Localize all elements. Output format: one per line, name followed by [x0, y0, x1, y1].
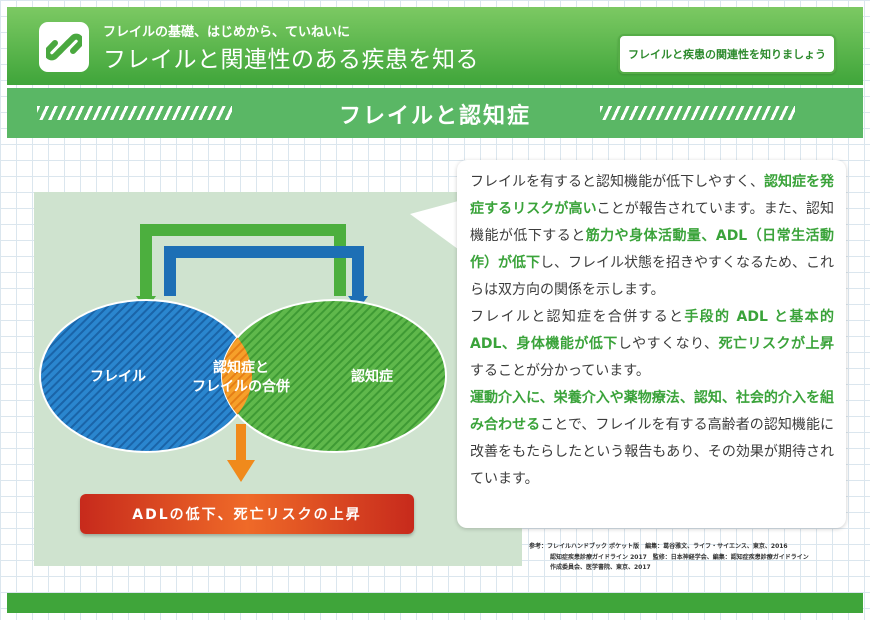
section-title-band: フレイルと認知症 [7, 88, 863, 138]
footer-bar [7, 593, 863, 613]
body-text: ことが報告されています。また、認知機能が低下すると [470, 201, 834, 244]
speech-bubble-tail [410, 200, 462, 252]
header-subtitle: フレイルの基礎、はじめから、ていねいに [103, 25, 351, 40]
body-text: し、フレイル状態を招きやすくなるため、これらは双方向の関係を示します。 [470, 255, 834, 298]
body-text: フレイルを有すると認知機能が低下しやすく、 [470, 174, 764, 190]
overlap-label-line1: 認知症と [213, 359, 269, 376]
paragraph-3: 運動介入に、栄養介入や薬物療法、認知、社会的介入を組み合わせることで、フレイルを… [470, 385, 834, 493]
header-bar: フレイルの基礎、はじめから、ていねいに フレイルと関連性のある疾患を知る フレイ… [7, 7, 863, 85]
explanation-text-box: フレイルを有すると認知機能が低下しやすく、認知症を発症するリスクが高いことが報告… [457, 160, 846, 528]
adl-decline-result: ADLの低下、死亡リスクの上昇 [80, 494, 414, 534]
body-text: フレイルと認知症を合併すると [470, 309, 685, 325]
body-text: ことで、フレイルを有する高齢者の認知機能に改善をもたらしたという報告もあり、その… [470, 417, 834, 487]
frailty-label: フレイル [90, 369, 146, 385]
venn-diagram: フレイル 認知症 認知症と フレイルの合併 [39, 224, 447, 482]
reference-line-3: 作成委員会、医学書院、東京、2017 [550, 564, 651, 571]
paragraph-1: フレイルを有すると認知機能が低下しやすく、認知症を発症するリスクが高いことが報告… [470, 169, 834, 304]
highlight-text: 認知症を発症するリスクが高い [470, 174, 835, 217]
related-diseases-button[interactable]: フレイルと疾患の関連性を知りましょう [618, 34, 836, 74]
body-text: することが分かっています。 [470, 363, 650, 379]
down-arrow [227, 424, 255, 482]
highlight-text: 運動介入に、栄養介入や薬物療法、認知、社会的介入を組み合わせる [470, 390, 834, 433]
overlap-label-line2: フレイルの合併 [192, 378, 290, 395]
section-title: フレイルと認知症 [338, 104, 531, 129]
reference-line-2: 認知症疾患診療ガイドライン 2017 監修：日本神経学会、編集：認知症疾患診療ガ… [550, 553, 809, 561]
highlight-text: 手段的 ADL と基本的 ADL、身体機能が低下 [470, 309, 834, 352]
hatch-decoration-left [37, 106, 232, 120]
references: 参考：フレイルハンドブック ポケット版 編集：葛谷雅文、ライフ・サイエンス、東京… [529, 542, 809, 574]
reference-line-1: 参考：フレイルハンドブック ポケット版 編集：葛谷雅文、ライフ・サイエンス、東京… [529, 543, 788, 550]
highlight-text: 筋力や身体活動量、ADL（日常生活動作）が低下 [470, 228, 834, 271]
highlight-text: 死亡リスクが上昇 [718, 336, 835, 352]
header-title: フレイルと関連性のある疾患を知る [103, 47, 479, 73]
paragraph-2: フレイルと認知症を合併すると手段的 ADL と基本的 ADL、身体機能が低下しや… [470, 304, 834, 385]
bidirectional-arrows [136, 224, 368, 310]
logo [39, 22, 89, 72]
dementia-label: 認知症 [351, 368, 393, 385]
frailty-circle [39, 299, 253, 453]
body-text: しやすくなり、 [617, 336, 719, 352]
dementia-circle [221, 299, 447, 453]
hatch-decoration-right [600, 106, 795, 120]
chain-link-icon [46, 33, 82, 61]
